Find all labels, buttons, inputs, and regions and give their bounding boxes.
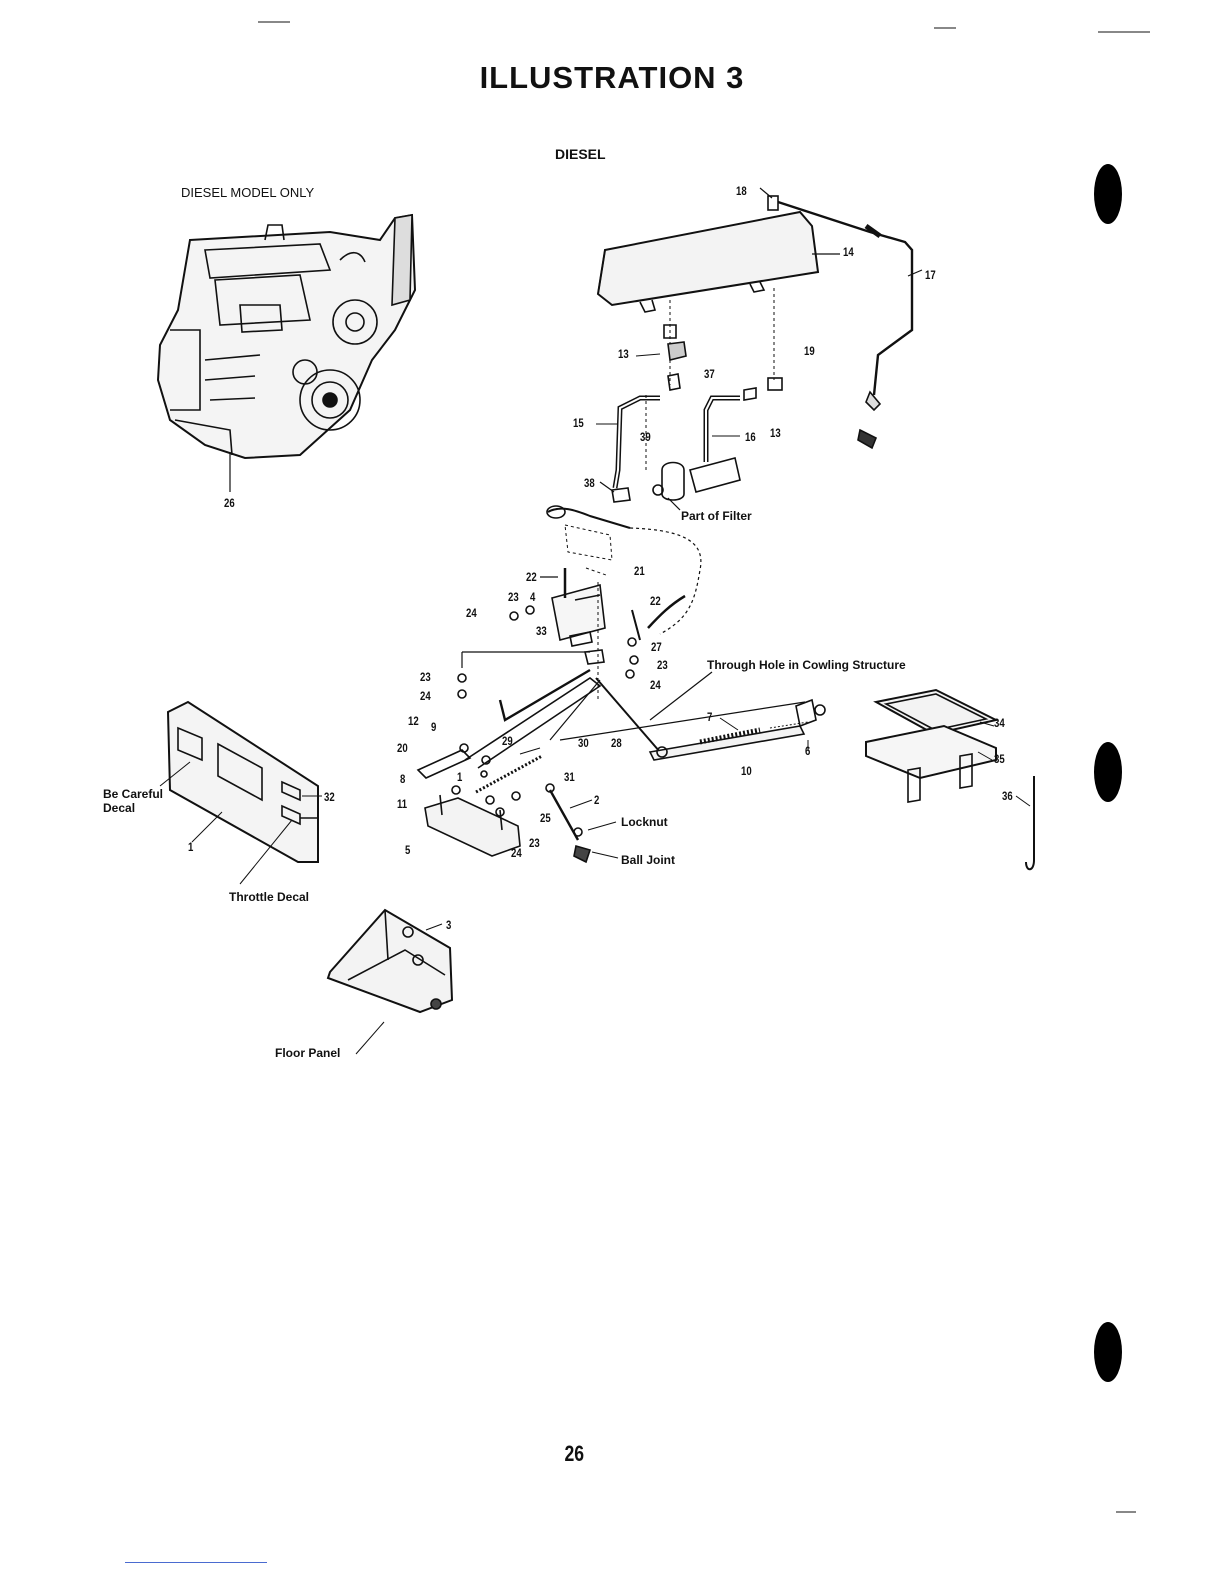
callout-6: 6 xyxy=(805,744,810,758)
callout-20: 20 xyxy=(397,741,408,755)
callout-38: 38 xyxy=(584,476,595,490)
diesel-model-only-label: DIESEL MODEL ONLY xyxy=(181,185,314,200)
be-careful-decal-line2: Decal xyxy=(103,801,163,815)
floor-panel xyxy=(328,910,452,1012)
callout-29: 29 xyxy=(502,734,513,748)
callout-2: 2 xyxy=(594,793,599,807)
filter-assembly xyxy=(612,458,740,502)
footer-line xyxy=(125,1562,267,1563)
callout-8: 8 xyxy=(400,772,405,786)
callout-17: 17 xyxy=(925,268,936,282)
callout-10: 10 xyxy=(741,764,752,778)
binder-hole-bottom xyxy=(1094,1322,1122,1382)
be-careful-decal-label: Be Careful Decal xyxy=(103,787,163,815)
callout-27: 27 xyxy=(651,640,662,654)
callout-39: 39 xyxy=(640,430,651,444)
callout-23c: 23 xyxy=(420,670,431,684)
callout-16: 16 xyxy=(745,430,756,444)
callout-36: 36 xyxy=(1002,789,1013,803)
callout-18: 18 xyxy=(736,184,747,198)
callout-24c: 24 xyxy=(420,689,431,703)
callout-7: 7 xyxy=(707,710,712,724)
callout-14: 14 xyxy=(843,245,854,259)
locknut-label: Locknut xyxy=(621,815,668,829)
callout-24d: 24 xyxy=(511,846,522,860)
throttle-decal-label: Throttle Decal xyxy=(229,890,309,904)
callout-11: 11 xyxy=(397,797,407,811)
callout-23d: 23 xyxy=(529,836,540,850)
callout-1-lever: 1 xyxy=(457,770,462,784)
callout-5: 5 xyxy=(405,843,410,857)
callout-26: 26 xyxy=(224,496,235,510)
callout-35: 35 xyxy=(994,752,1005,766)
callout-32: 32 xyxy=(324,790,335,804)
callout-34: 34 xyxy=(994,716,1005,730)
callout-24b: 24 xyxy=(650,678,661,692)
part-of-filter-label: Part of Filter xyxy=(681,509,752,523)
callout-24: 24 xyxy=(466,606,477,620)
floor-panel-label: Floor Panel xyxy=(275,1046,340,1060)
callout-13: 13 xyxy=(618,347,629,361)
binder-hole-middle xyxy=(1094,742,1122,802)
engine-illustration xyxy=(158,215,415,492)
binder-hole-top xyxy=(1094,164,1122,224)
callout-25: 25 xyxy=(540,811,551,825)
callout-23b: 23 xyxy=(657,658,668,672)
callout-12: 12 xyxy=(408,714,419,728)
callout-9: 9 xyxy=(431,720,436,734)
callout-4: 4 xyxy=(530,590,535,604)
page-number: 26 xyxy=(564,1441,584,1467)
callout-28: 28 xyxy=(611,736,622,750)
through-hole-label: Through Hole in Cowling Structure xyxy=(707,658,906,672)
fuel-tank xyxy=(598,196,818,312)
callout-31: 31 xyxy=(564,770,575,784)
callout-33: 33 xyxy=(536,624,547,638)
callout-23: 23 xyxy=(508,590,519,604)
callout-22: 22 xyxy=(526,570,537,584)
callout-3: 3 xyxy=(446,918,451,932)
decal-panel xyxy=(168,702,318,862)
ball-joint-label: Ball Joint xyxy=(621,853,675,867)
callout-15: 15 xyxy=(573,416,584,430)
callout-22b: 22 xyxy=(650,594,661,608)
callout-30: 30 xyxy=(578,736,589,750)
callout-37: 37 xyxy=(704,367,715,381)
be-careful-decal-line1: Be Careful xyxy=(103,787,163,801)
callout-21: 21 xyxy=(634,564,645,578)
callout-19: 19 xyxy=(804,344,815,358)
callout-13b: 13 xyxy=(770,426,781,440)
callout-1-panel: 1 xyxy=(188,840,193,854)
